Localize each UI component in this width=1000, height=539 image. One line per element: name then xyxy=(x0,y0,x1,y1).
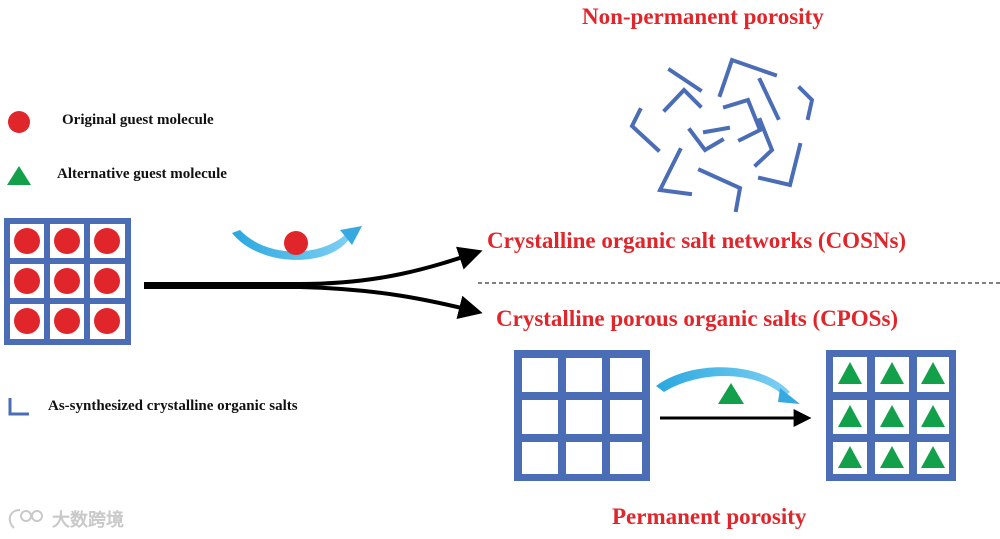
green-guest-molecule xyxy=(880,446,904,468)
red-guest-molecule xyxy=(94,228,120,254)
legend-green-triangle-icon xyxy=(7,166,31,185)
green-guest-molecule xyxy=(838,362,862,384)
green-guest-molecule xyxy=(921,362,945,384)
watermark-logo-icon xyxy=(8,509,43,529)
cpos-empty-grid xyxy=(514,350,650,481)
red-guest-molecule xyxy=(14,308,40,334)
non-permanent-porosity-title: Non-permanent porosity xyxy=(582,4,824,29)
red-guest-molecule xyxy=(94,268,120,294)
red-guest-molecule xyxy=(94,308,120,334)
cosn-label: Crystalline organic salt networks (COSNs… xyxy=(487,228,907,253)
red-guest-molecule xyxy=(54,268,80,294)
green-guest-molecule xyxy=(880,405,904,427)
cpos-loaded-grid xyxy=(826,350,956,481)
legend-blue-linker-icon xyxy=(8,398,29,416)
green-guest-molecule xyxy=(921,405,945,427)
legend-red-circle-icon xyxy=(8,111,30,133)
red-guest-molecule xyxy=(54,228,80,254)
guest-uptake-arrow xyxy=(656,367,812,427)
green-guest-molecule xyxy=(838,446,862,468)
green-guest-molecule xyxy=(921,446,945,468)
green-guest-molecule xyxy=(838,405,862,427)
red-guest-molecule xyxy=(14,268,40,294)
guest-release-arrow xyxy=(232,226,362,260)
watermark-text: 大数跨境 xyxy=(52,510,124,531)
legend-alternative-guest-label: Alternative guest molecule xyxy=(57,166,227,182)
permanent-porosity-title: Permanent porosity xyxy=(612,504,807,529)
legend-as-synthesized-label: As-synthesized crystalline organic salts xyxy=(48,398,298,414)
arrow-to-cosn xyxy=(144,246,483,286)
incoming-green-guest xyxy=(718,383,744,404)
branching-arrows xyxy=(144,246,483,319)
legend-original-guest-label: Original guest molecule xyxy=(62,112,214,128)
arrow-to-cpos xyxy=(144,285,483,319)
collapsed-framework xyxy=(629,57,815,213)
as-synthesized-grid xyxy=(4,218,131,345)
cyan-arrowhead-icon xyxy=(340,226,362,245)
cyan-arrowhead-icon xyxy=(778,388,800,404)
green-guest-molecule xyxy=(880,362,904,384)
red-guest-molecule xyxy=(54,308,80,334)
released-red-guest xyxy=(284,231,308,255)
cpos-label: Crystalline porous organic salts (CPOSs) xyxy=(496,306,899,331)
red-guest-molecule xyxy=(14,228,40,254)
